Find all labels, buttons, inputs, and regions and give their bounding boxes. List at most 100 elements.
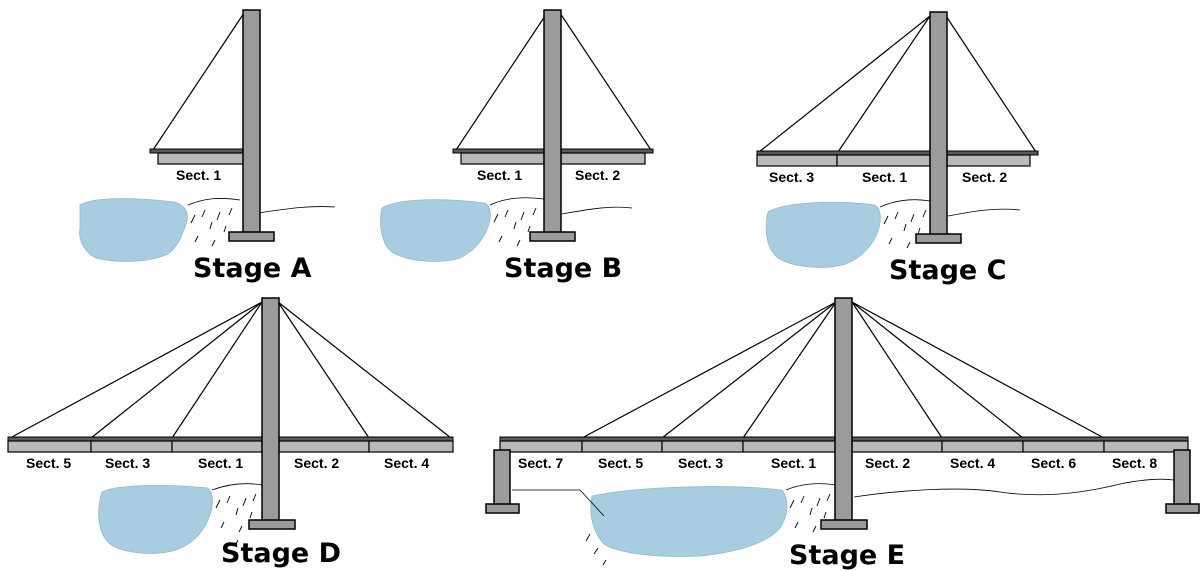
stage-b-cable-right <box>559 12 652 151</box>
stage-d-cable <box>277 301 370 439</box>
stage-c-bank-hatching <box>883 209 927 249</box>
stage-d-ground-line <box>211 483 263 491</box>
stage-e-cable <box>581 301 837 439</box>
stage-a-water <box>79 198 188 262</box>
stage-d-pylon <box>261 297 280 522</box>
stage-d-section-label: Sect. 1 <box>198 455 243 471</box>
stage-c-deck-section <box>756 154 838 167</box>
stage-b-section-label: Sect. 1 <box>477 167 522 183</box>
stage-e-deck-section <box>581 440 663 453</box>
stage-e-right-abutment-footing <box>1165 503 1200 514</box>
stage-e-deck-section <box>499 440 583 453</box>
stage-a-section-label: Sect. 1 <box>176 167 221 183</box>
stage-c: Sect. 3 Sect. 1 Sect. 2 Stage C <box>756 11 1039 286</box>
stage-e-deck-section <box>1103 440 1189 453</box>
stage-d-cable <box>171 301 263 439</box>
stage-e-deck-section <box>661 440 744 453</box>
stage-e-cable <box>851 301 943 439</box>
stage-e-cable <box>661 301 837 439</box>
stage-c-cable <box>837 15 931 153</box>
stage-e-section-label: Sect. 4 <box>950 455 995 471</box>
stage-d-section-label: Sect. 2 <box>294 455 339 471</box>
stage-e-section-label: Sect. 1 <box>771 455 816 471</box>
stage-a-cable <box>152 12 245 151</box>
stage-e-cable <box>851 301 1024 439</box>
stage-c-deck-section <box>946 154 1031 167</box>
stage-a-pylon <box>242 9 261 234</box>
stage-c-section-label: Sect. 1 <box>862 169 907 185</box>
stage-d-title: Stage D <box>221 538 341 569</box>
stage-d-cable <box>277 301 452 439</box>
stage-b-ground-line <box>489 197 545 206</box>
stage-d-section-label: Sect. 4 <box>384 455 429 471</box>
stage-e-section-label: Sect. 8 <box>1112 455 1157 471</box>
stage-e-bank-hatching <box>585 493 831 566</box>
stage-d-deck-section <box>7 440 92 453</box>
stage-e-section-label: Sect. 6 <box>1031 455 1076 471</box>
stage-e-section-label: Sect. 3 <box>678 455 723 471</box>
stage-e: Sect. 7 Sect. 5 Sect. 3 Sect. 1 Sect. 2 … <box>485 297 1200 571</box>
stage-b-title: Stage B <box>504 253 622 284</box>
stage-b-deck-section <box>560 152 646 165</box>
stage-b-cable-left <box>455 12 548 151</box>
stage-b-pylon <box>543 9 562 234</box>
stage-b-deck-section <box>460 152 545 165</box>
stage-c-cable <box>945 15 1037 153</box>
stage-c-water <box>765 201 881 268</box>
stage-d: Sect. 5 Sect. 3 Sect. 1 Sect. 2 Sect. 4 … <box>7 297 454 569</box>
stage-e-ground-line <box>785 483 837 491</box>
stage-e-cable <box>851 301 1105 439</box>
stage-e-title: Stage E <box>789 540 905 571</box>
stage-e-left-abutment-footing <box>485 503 520 514</box>
stage-c-ground-line <box>947 208 1021 217</box>
stage-e-deck-section <box>1022 440 1105 453</box>
stage-d-water <box>98 485 213 554</box>
stage-a-footing <box>228 231 275 242</box>
stage-b-footing <box>529 231 576 242</box>
stage-a-ground-line <box>257 206 336 214</box>
stage-c-ground-line <box>879 199 931 208</box>
stage-d-cable <box>9 301 263 439</box>
stage-d-bank-hatching <box>215 493 257 547</box>
stage-b-section-label: Sect. 2 <box>575 167 620 183</box>
stage-b-water <box>380 199 491 262</box>
stage-c-section-label: Sect. 2 <box>962 169 1007 185</box>
stage-c-deck-section <box>836 154 931 167</box>
stage-a-ground-line <box>187 198 241 206</box>
stage-e-footing <box>820 519 868 530</box>
stage-e-ground-line <box>853 478 1175 498</box>
stage-a-bank-hatching <box>190 207 233 247</box>
stage-b: Sect. 1 Sect. 2 Stage B <box>380 9 654 284</box>
stage-e-deck-section <box>742 440 836 453</box>
stage-c-footing <box>915 233 962 244</box>
stage-d-deck-section <box>90 440 173 453</box>
stage-e-section-label: Sect. 2 <box>865 455 910 471</box>
stage-e-section-label: Sect. 7 <box>518 455 563 471</box>
stage-e-cable <box>742 301 837 439</box>
stage-e-deck-section <box>851 440 943 453</box>
stage-d-section-label: Sect. 3 <box>105 455 150 471</box>
stage-a-deck-surface <box>149 148 244 154</box>
stage-e-section-label: Sect. 5 <box>598 455 643 471</box>
stage-d-section-label: Sect. 5 <box>26 455 71 471</box>
stage-d-deck-section <box>368 440 454 453</box>
stage-d-cable <box>90 301 263 439</box>
stage-e-water <box>590 486 788 557</box>
stage-a-title: Stage A <box>193 253 312 284</box>
stage-e-ground-line <box>512 489 605 517</box>
stage-e-deck-section <box>941 440 1024 453</box>
stage-e-right-abutment-pier <box>1173 449 1191 506</box>
stage-d-deck-section <box>278 440 370 453</box>
stage-e-left-abutment-pier <box>493 449 511 506</box>
stage-e-pylon <box>834 297 853 522</box>
stage-d-deck-section <box>171 440 263 453</box>
stage-c-pylon <box>929 11 948 236</box>
stage-c-title: Stage C <box>889 255 1006 286</box>
stage-a: Sect. 1 Stage A <box>79 9 336 284</box>
stage-b-bank-hatching <box>493 207 537 247</box>
stage-c-cable <box>758 15 931 153</box>
stage-d-footing <box>248 519 296 530</box>
stage-c-deck-surface <box>756 150 1039 156</box>
stage-a-deck-section <box>157 152 244 165</box>
